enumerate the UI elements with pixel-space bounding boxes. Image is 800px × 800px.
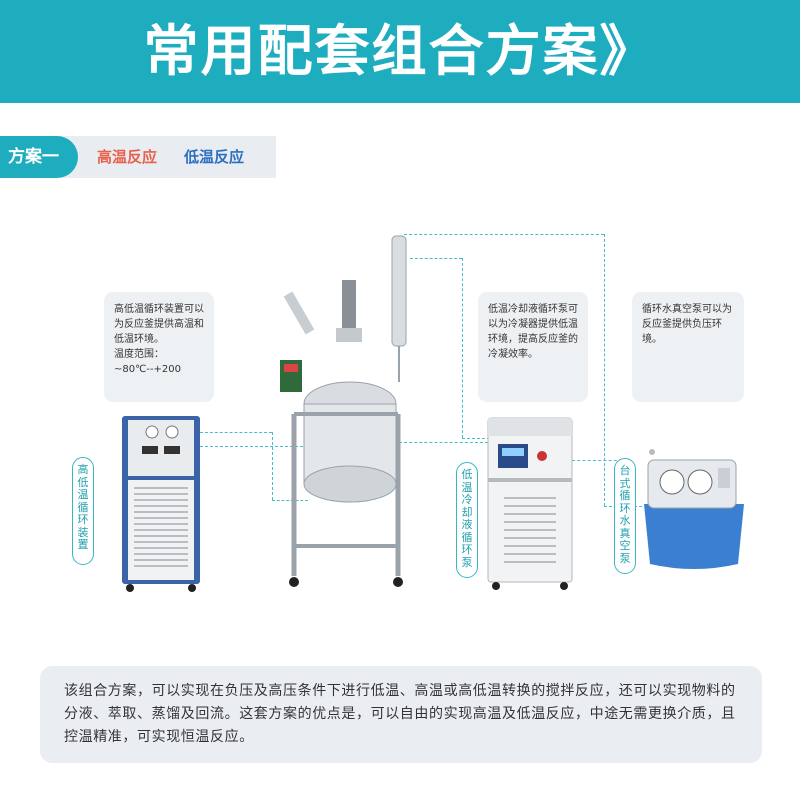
connector-line bbox=[462, 438, 490, 439]
tag-high-temp: 高温反应 bbox=[97, 148, 158, 166]
note-high-low: 高低温循环装置可以为反应釜提供高温和低温环境。 温度范围： ~80℃--+200 bbox=[104, 292, 214, 402]
connector-line bbox=[604, 234, 605, 506]
connector-line bbox=[272, 432, 273, 500]
cooler-device-label: 低温冷却液循环泵 bbox=[456, 462, 478, 578]
scheme-label: 方案一 bbox=[0, 136, 78, 178]
summary-box: 该组合方案，可以实现在负压及高压条件下进行低温、高温或高低温转换的搅拌反应，还可… bbox=[40, 666, 762, 763]
vacuum-pump-image bbox=[644, 449, 744, 569]
note-cooler-text: 低温冷却液循环泵可以为冷凝器提供低温环境，提高反应釜的冷凝效率。 bbox=[488, 304, 578, 360]
summary-text: 该组合方案，可以实现在负压及高压条件下进行低温、高温或高低温转换的搅拌反应，还可… bbox=[64, 683, 736, 745]
note-vacuum: 循环水真空泵可以为反应釜提供负压环境。 bbox=[632, 292, 744, 402]
jacketed-reactor-image bbox=[280, 235, 407, 587]
connector-line bbox=[272, 500, 308, 501]
high-low-device-label: 高低温循环装置 bbox=[72, 457, 94, 565]
connector-line bbox=[462, 258, 463, 438]
cooler-pump-image bbox=[487, 417, 573, 590]
connector-line bbox=[404, 234, 604, 235]
connector-line bbox=[572, 460, 622, 461]
connector-line bbox=[394, 442, 488, 443]
connector-line bbox=[200, 432, 272, 442]
note-cooler: 低温冷却液循环泵可以为冷凝器提供低温环境，提高反应釜的冷凝效率。 bbox=[478, 292, 588, 402]
note-high-low-text: 高低温循环装置可以为反应釜提供高温和低温环境。 温度范围： ~80℃--+200 bbox=[114, 304, 204, 375]
header-band bbox=[0, 0, 800, 103]
tag-low-temp: 低温反应 bbox=[184, 148, 245, 166]
vacuum-device-label: 台式循环水真空泵 bbox=[614, 458, 636, 574]
high-low-circulator-image bbox=[122, 416, 200, 592]
connector-line bbox=[200, 446, 308, 447]
page-title: 常用配套组合方案》 bbox=[143, 19, 657, 83]
connector-line bbox=[410, 258, 462, 259]
note-vacuum-text: 循环水真空泵可以为反应釜提供负压环境。 bbox=[642, 304, 732, 345]
